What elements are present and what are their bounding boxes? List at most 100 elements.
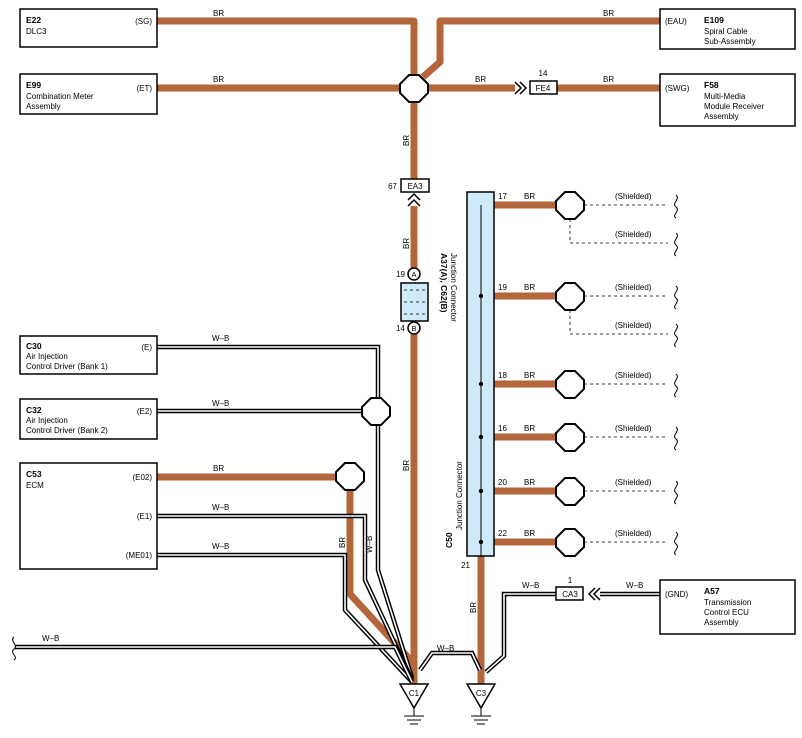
svg-text:(Shielded): (Shielded) — [615, 230, 652, 239]
svg-text:E22: E22 — [26, 15, 41, 25]
wire-ecm-e1-c1 — [157, 513, 415, 681]
svg-text:BR: BR — [402, 238, 411, 249]
svg-text:19: 19 — [498, 283, 507, 292]
svg-text:Junction Connector: Junction Connector — [449, 253, 458, 322]
splices — [335, 74, 429, 491]
svg-text:C50: C50 — [444, 532, 454, 548]
svg-text:C32: C32 — [26, 405, 42, 415]
svg-text:22: 22 — [498, 529, 507, 538]
svg-text:BR: BR — [338, 537, 347, 548]
svg-text:14: 14 — [396, 324, 405, 333]
svg-text:BR: BR — [524, 478, 535, 487]
svg-text:EA3: EA3 — [407, 182, 423, 191]
svg-text:1: 1 — [568, 576, 573, 585]
svg-text:20: 20 — [498, 478, 507, 487]
wire-c30-c1 — [157, 344, 415, 679]
component-f58: F58 Multi-Media Module Receiver Assembly… — [659, 73, 796, 127]
svg-text:(Shielded): (Shielded) — [615, 192, 652, 201]
junction-a37-c62: A 19 B 14 A37(A), C62(B) Junction Connec… — [396, 253, 458, 335]
svg-text:F58: F58 — [704, 80, 719, 90]
svg-text:BR: BR — [213, 464, 224, 473]
shielded-labels: (Shielded) (Shielded) (Shielded) (Shield… — [615, 192, 652, 538]
svg-text:16: 16 — [498, 424, 507, 433]
splice-top — [399, 74, 429, 103]
svg-text:(Shielded): (Shielded) — [615, 371, 652, 380]
svg-text:BR: BR — [524, 371, 535, 380]
svg-text:Assembly: Assembly — [704, 112, 739, 121]
component-c53: C53 ECM (E02) (E1) (ME01) — [19, 462, 158, 570]
svg-text:A: A — [411, 270, 416, 279]
svg-text:(ET): (ET) — [136, 84, 152, 93]
svg-text:(Shielded): (Shielded) — [615, 478, 652, 487]
svg-text:W–B: W–B — [626, 581, 643, 590]
svg-text:W–B: W–B — [437, 644, 454, 653]
svg-text:BR: BR — [402, 460, 411, 471]
splice-c32 — [361, 397, 391, 426]
component-e99: E99 Combination Meter Assembly (ET) — [19, 73, 158, 115]
svg-text:19: 19 — [396, 270, 405, 279]
wire-ca3-c3 — [484, 591, 556, 674]
svg-text:W–B: W–B — [365, 536, 374, 553]
svg-text:C53: C53 — [26, 469, 42, 479]
svg-text:BR: BR — [603, 9, 614, 18]
svg-text:Control Driver (Bank 1): Control Driver (Bank 1) — [26, 362, 108, 371]
svg-text:BR: BR — [524, 283, 535, 292]
svg-text:BR: BR — [402, 135, 411, 146]
svg-text:C1: C1 — [409, 689, 420, 698]
svg-text:(E02): (E02) — [132, 473, 152, 482]
ground-c3: C3 — [465, 683, 497, 725]
svg-text:Air Injection: Air Injection — [26, 352, 68, 361]
svg-text:Combination Meter: Combination Meter — [26, 92, 94, 101]
svg-text:E99: E99 — [26, 80, 41, 90]
svg-text:Control ECU: Control ECU — [704, 608, 749, 617]
svg-text:Air Injection: Air Injection — [26, 416, 68, 425]
svg-text:17: 17 — [498, 192, 507, 201]
svg-text:BR: BR — [524, 192, 535, 201]
component-c32: C32 Air Injection Control Driver (Bank 2… — [19, 398, 158, 440]
svg-text:Sub-Assembly: Sub-Assembly — [704, 37, 756, 46]
svg-text:B: B — [411, 324, 416, 333]
svg-text:Junction Connector: Junction Connector — [455, 461, 464, 530]
junction-c50: C50 Junction Connector 17 19 18 16 20 22… — [444, 191, 507, 570]
svg-text:BR: BR — [475, 75, 486, 84]
shield-splices — [555, 191, 585, 557]
svg-text:BR: BR — [469, 602, 478, 613]
svg-text:(E2): (E2) — [137, 407, 152, 416]
svg-text:18: 18 — [498, 371, 507, 380]
connector-ea3: EA3 67 — [388, 178, 430, 207]
svg-text:Module Receiver: Module Receiver — [704, 102, 764, 111]
svg-text:(ME01): (ME01) — [126, 551, 153, 560]
svg-text:(E1): (E1) — [137, 512, 152, 521]
wire-e22-trunk — [157, 17, 418, 77]
svg-text:(E): (E) — [141, 343, 152, 352]
wb-wires — [15, 344, 660, 684]
svg-text:Assembly: Assembly — [26, 102, 61, 111]
svg-text:A57: A57 — [704, 586, 720, 596]
svg-text:(SG): (SG) — [135, 17, 152, 26]
svg-text:Assembly: Assembly — [704, 618, 739, 627]
component-e109: E109 Spiral Cable Sub-Assembly (EAU) — [659, 8, 796, 50]
svg-text:W–B: W–B — [212, 334, 229, 343]
wire-left-c1 — [15, 644, 415, 683]
svg-text:(GND): (GND) — [665, 590, 688, 599]
component-a57: A57 Transmission Control ECU Assembly (G… — [659, 579, 796, 635]
splice-ecm — [335, 462, 365, 491]
wire-e109-splice — [420, 17, 660, 80]
svg-text:W–B: W–B — [212, 542, 229, 551]
svg-text:BR: BR — [213, 9, 224, 18]
svg-text:Transmission: Transmission — [704, 598, 751, 607]
svg-text:W–B: W–B — [522, 581, 539, 590]
br-wires — [157, 17, 660, 684]
svg-text:(Shielded): (Shielded) — [615, 283, 652, 292]
connector-fe4: FE4 14 — [514, 69, 558, 95]
svg-text:67: 67 — [388, 182, 397, 191]
shield-dashed-lines — [569, 204, 668, 543]
svg-text:(SWG): (SWG) — [665, 84, 690, 93]
svg-text:W–B: W–B — [212, 399, 229, 408]
svg-text:CA3: CA3 — [562, 590, 578, 599]
connector-ca3: CA3 1 — [555, 576, 601, 601]
svg-text:(Shielded): (Shielded) — [615, 529, 652, 538]
svg-text:DLC3: DLC3 — [26, 27, 47, 36]
svg-text:BR: BR — [213, 75, 224, 84]
